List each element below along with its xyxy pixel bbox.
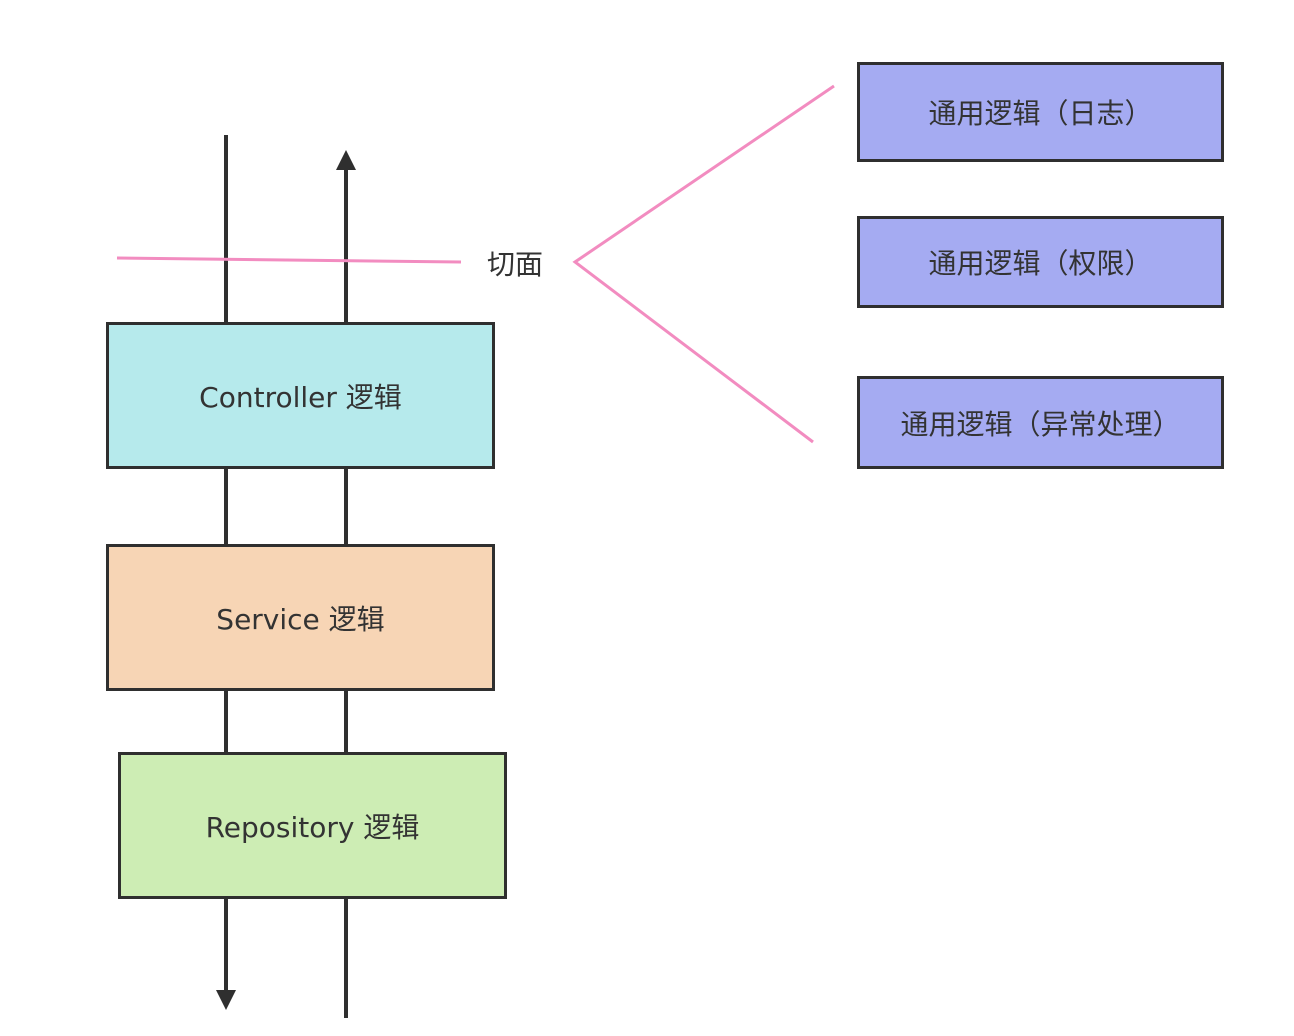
controller-layer-box: Controller 逻辑	[106, 322, 495, 469]
permission-concern-label: 通用逻辑（权限）	[928, 247, 1153, 280]
logging-concern-box: 通用逻辑（日志）	[857, 62, 1224, 162]
service-layer-label: Service 逻辑	[216, 602, 385, 636]
aspect-cut-line	[116, 256, 462, 264]
repository-layer-box: Repository 逻辑	[118, 752, 507, 899]
exception-concern-box: 通用逻辑（异常处理）	[857, 376, 1224, 469]
repository-layer-label: Repository 逻辑	[205, 810, 420, 844]
logging-concern-label: 通用逻辑（日志）	[928, 97, 1153, 130]
aspect-branch-lines	[572, 84, 835, 444]
exception-concern-label: 通用逻辑（异常处理）	[900, 407, 1181, 441]
controller-layer-label: Controller 逻辑	[199, 380, 402, 414]
aspect-label: 切面	[487, 248, 544, 281]
permission-concern-box: 通用逻辑（权限）	[857, 216, 1224, 308]
service-layer-box: Service 逻辑	[106, 544, 495, 691]
